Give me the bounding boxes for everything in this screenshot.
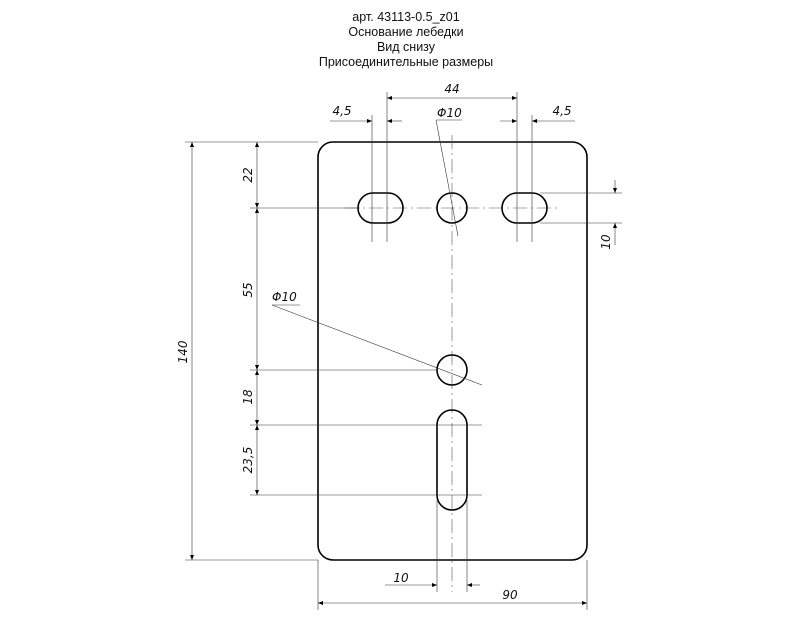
dim-slot-spacing: 44 [444,82,459,96]
dim-top-hole-diameter: Φ10 [437,106,462,120]
drawing-subtitle: Присоединительные размеры [318,55,494,69]
dim-top-offset: 22 [241,167,255,182]
view-name: Вид снизу [376,40,436,54]
dim-slot-width-right [540,180,622,245]
top-extension-lines [371,92,533,242]
dim-hole-to-slot: 18 [241,389,255,405]
top-center-hole [436,192,468,224]
part-name: Основание лебедки [348,25,464,39]
right-slot [501,192,548,224]
leader-center-hole [271,304,483,386]
dim-center-hole-diameter: Φ10 [272,290,297,304]
drawing-title: арт. 43113-0.5_z01 Основание лебедки Вид… [0,10,800,70]
vertical-slot [436,409,468,511]
base-plate [317,141,588,561]
dim-slot-width-top: 10 [599,234,613,250]
dim-right-slot-travel: 4,5 [552,104,571,118]
article-number: арт. 43113-0.5_z01 [352,10,460,24]
dim-slot-width-bottom: 10 [393,571,409,585]
dim-slot-length: 23,5 [241,447,255,474]
dim-total-width: 90 [502,588,518,602]
leader-top-hole [435,119,459,237]
dim-holes-spacing: 55 [241,282,255,297]
bottom-extension-lines [317,500,588,610]
dim-left-slot-travel: 4,5 [332,104,351,118]
dim-total-height: 140 [176,340,190,363]
left-extension-lines [185,141,482,561]
left-dimension-lines [190,142,259,560]
